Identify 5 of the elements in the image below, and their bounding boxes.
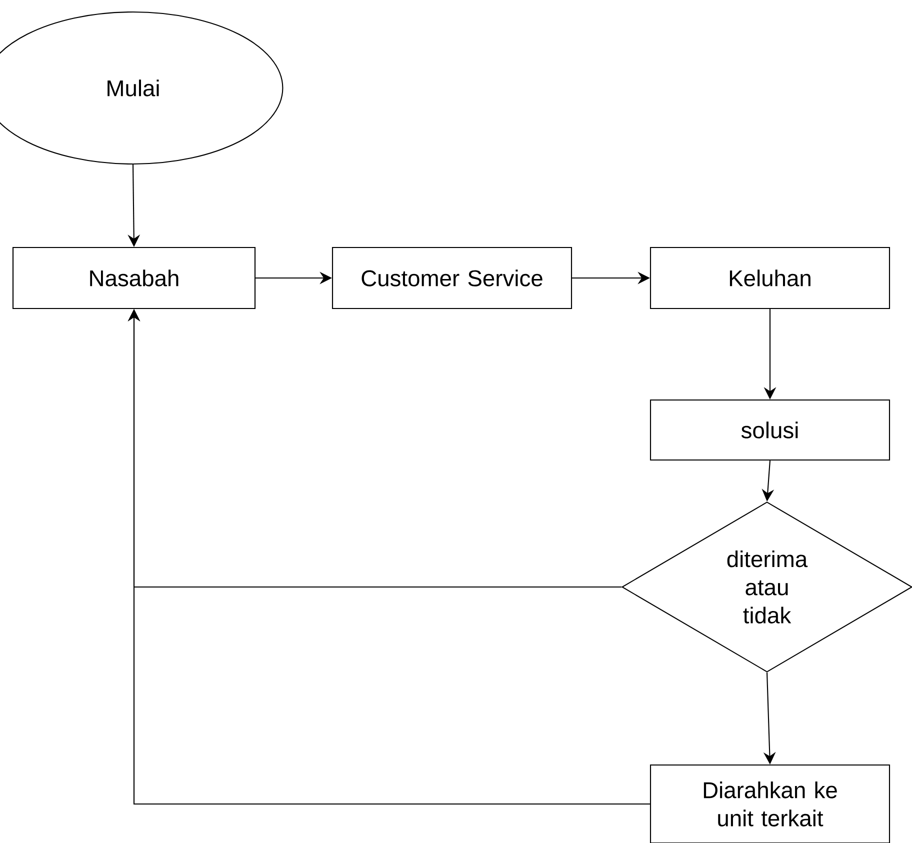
- process-box: Nasabah: [12, 246, 256, 310]
- process-box: Customer Service: [332, 246, 572, 310]
- process-box: Keluhan: [650, 246, 890, 310]
- process-box: solusi: [650, 399, 890, 461]
- process-box: Diarahkan ke unit terkait: [650, 764, 890, 843]
